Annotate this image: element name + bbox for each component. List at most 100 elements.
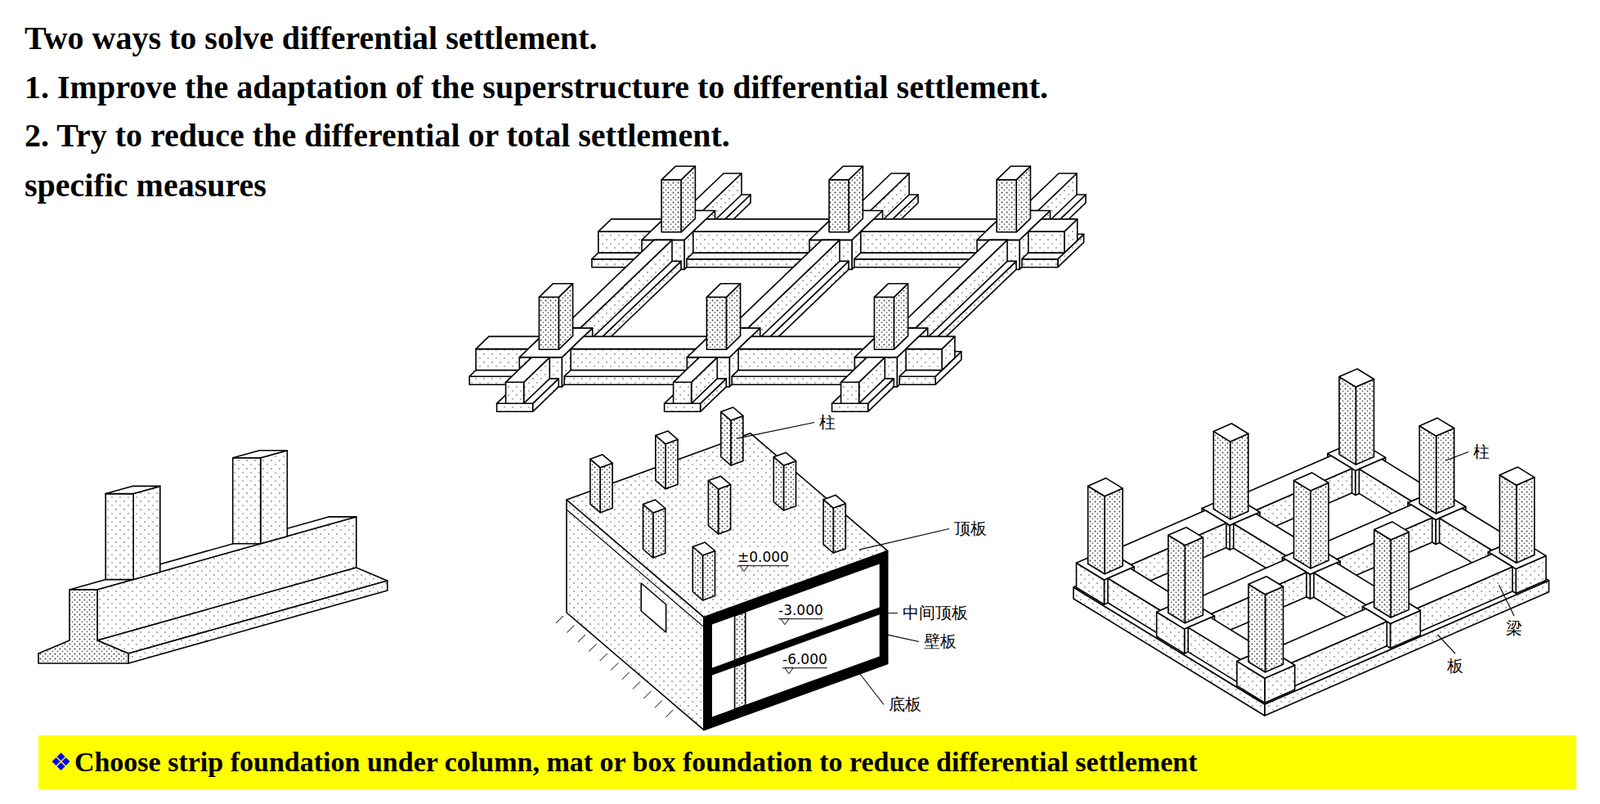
level-triangle (784, 667, 794, 674)
concrete-side-face (1104, 488, 1123, 574)
concrete-front-face (706, 296, 727, 350)
part-label: 壁板 (922, 631, 959, 651)
concrete-top-face (897, 239, 1008, 328)
concrete-top-face (673, 357, 718, 382)
concrete-front-face (873, 296, 894, 350)
concrete-front-face (738, 349, 864, 371)
part-label: 柱 (817, 412, 838, 432)
bullet-symbol: ❖ (49, 748, 72, 777)
ground-hatch (578, 634, 586, 642)
leader-line (1445, 452, 1469, 462)
concrete-front-face (538, 296, 559, 350)
concrete-top-face (706, 283, 740, 298)
ground-hatch (600, 653, 608, 661)
concrete-front-face (1021, 259, 1058, 268)
band-text: Choose strip foundation under column, ma… (74, 745, 1198, 778)
concrete-top-face (1339, 368, 1375, 387)
ground-hatch (566, 624, 574, 632)
concrete-top-face (1294, 472, 1330, 491)
concrete-side-face (653, 508, 666, 558)
cut-concrete-section (703, 614, 712, 730)
concrete-front-face (1294, 480, 1311, 569)
concrete-side-face (580, 239, 673, 350)
concrete-side-face (133, 485, 161, 579)
concrete-top-face (829, 165, 863, 180)
concrete-top-face (905, 336, 955, 349)
part-label: 中间顶板 (900, 603, 970, 623)
concrete-front-face (731, 376, 857, 385)
leader-line (736, 422, 815, 440)
concrete-top-face (643, 499, 666, 513)
concrete-top-face (841, 357, 886, 382)
concrete-front-face (1374, 529, 1391, 619)
level-label: -3.000 (776, 602, 825, 619)
ground-hatch (555, 615, 564, 623)
cross-strip-foundation (469, 165, 1086, 412)
leader-line (859, 528, 950, 551)
concrete-front-face (1248, 583, 1266, 673)
beam-end-section (38, 589, 129, 664)
concrete-front-face (1499, 475, 1516, 564)
heading-text: specific measures (24, 166, 267, 205)
ground-hatch (632, 681, 641, 689)
level-label: -6.000 (780, 651, 830, 668)
concrete-side-face (1310, 482, 1329, 569)
ground-hatch (643, 690, 651, 699)
concrete-top-face (562, 239, 673, 328)
concrete-front-face (664, 403, 701, 412)
concrete-top-face (823, 494, 846, 508)
concrete-top-face (873, 283, 908, 298)
concrete-top-face (233, 450, 288, 458)
concrete-side-face (1184, 537, 1203, 623)
concrete-top-face (860, 219, 1000, 232)
concrete-side-face (665, 439, 678, 489)
concrete-front-face (686, 259, 812, 268)
concrete-top-face (570, 336, 709, 349)
concrete-top-face (1270, 608, 1387, 663)
concrete-side-face (1230, 433, 1249, 520)
concrete-side-face (260, 450, 288, 544)
concrete-front-face (1419, 425, 1436, 514)
concrete-front-face (829, 179, 849, 233)
ground-hatch (665, 709, 673, 718)
ground-hatch (610, 662, 619, 670)
concrete-front-face (564, 376, 690, 385)
concrete-side-face (703, 551, 716, 601)
concrete-side-face (748, 239, 840, 350)
beam-long-face (97, 567, 388, 654)
concrete-side-face (784, 461, 797, 511)
concrete-side-face (718, 484, 731, 534)
part-label: 板 (1445, 656, 1466, 676)
concrete-top-face (730, 239, 840, 328)
concrete-top-face (590, 454, 613, 468)
wall-opening (640, 582, 666, 632)
ribbed-mat-foundation (1073, 368, 1550, 716)
concrete-front-face (905, 349, 942, 371)
concrete-top-face (661, 165, 695, 180)
leader-line (1437, 634, 1456, 654)
concrete-front-face (1028, 231, 1065, 253)
leader-line (856, 669, 884, 705)
part-label: 柱 (1471, 442, 1492, 462)
concrete-top-face (1419, 417, 1454, 436)
concrete-front-face (1168, 534, 1185, 623)
concrete-side-face (1436, 428, 1455, 515)
ground-hatch (622, 672, 630, 680)
concrete-front-face (506, 381, 525, 404)
concrete-front-face (854, 259, 980, 268)
concrete-top-face (1499, 466, 1535, 485)
level-triangle (739, 565, 749, 572)
concrete-side-face (833, 503, 846, 553)
concrete-top-face (1248, 576, 1284, 595)
concrete-front-face (996, 179, 1017, 233)
concrete-top-face (655, 430, 678, 444)
concrete-top-face (708, 475, 731, 489)
concrete-top-face (1168, 527, 1204, 546)
concrete-side-face (1265, 586, 1284, 673)
inner-column (735, 662, 746, 709)
concrete-front-face (832, 403, 869, 412)
strip-foundation-under-column (38, 450, 388, 664)
annotation-lines (736, 422, 1515, 705)
concrete-front-face (661, 179, 682, 233)
